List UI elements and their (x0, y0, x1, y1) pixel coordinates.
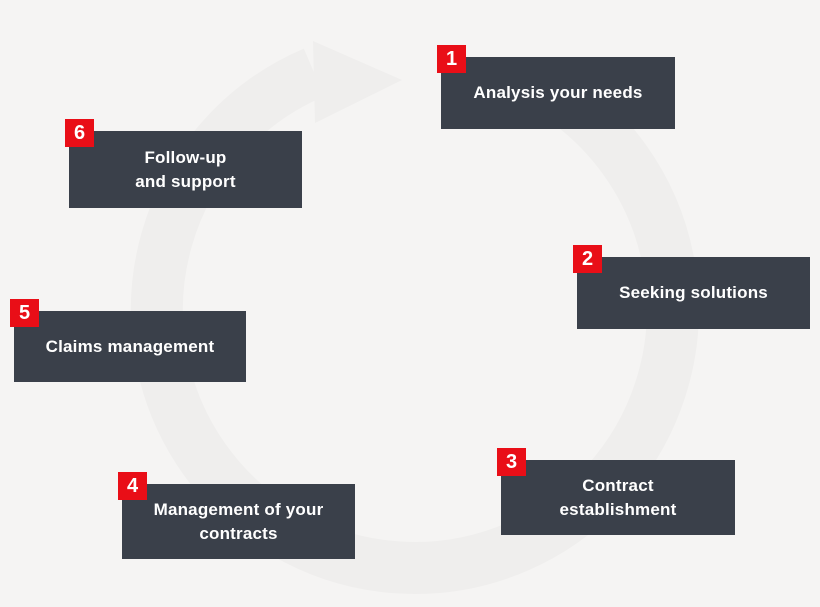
step-label-4: Management of your contracts (154, 498, 324, 546)
step-label-6-line2: and support (135, 171, 236, 191)
step-box-6: 6 Follow-up and support (65, 119, 302, 208)
step-label-5: Claims management (46, 335, 215, 359)
step-number-badge-5: 5 (10, 299, 39, 327)
step-label-1-line1: Analysis your needs (473, 83, 643, 102)
step-label-1: Analysis your needs (473, 81, 642, 105)
step-box-5: 5 Claims management (10, 299, 246, 382)
step-label-3-line1: Contract (582, 475, 654, 495)
step-number-badge-6: 6 (65, 119, 94, 147)
step-label-6: Follow-up and support (135, 146, 235, 194)
step-number-badge-3: 3 (497, 448, 526, 476)
step-box-2: 2 Seeking solutions (573, 245, 810, 329)
step-number-badge-4: 4 (118, 472, 147, 500)
step-label-4-line1: Management of your (153, 499, 324, 519)
step-label-5-line1: Claims management (45, 336, 215, 356)
step-box-3: 3 Contract establishment (497, 448, 735, 535)
step-number-badge-2: 2 (573, 245, 602, 273)
step-label-2: Seeking solutions (619, 281, 768, 305)
step-label-4-line2: contracts (199, 523, 278, 543)
step-number-badge-1: 1 (437, 45, 466, 73)
step-label-3: Contract establishment (560, 474, 677, 522)
step-label-2-line1: Seeking solutions (619, 283, 768, 302)
cycle-arrowhead-icon (313, 41, 402, 123)
step-label-3-line2: establishment (559, 499, 677, 519)
step-box-1: 1 Analysis your needs (437, 45, 675, 129)
step-label-6-line1: Follow-up (144, 147, 227, 167)
step-box-4: 4 Management of your contracts (118, 472, 355, 559)
